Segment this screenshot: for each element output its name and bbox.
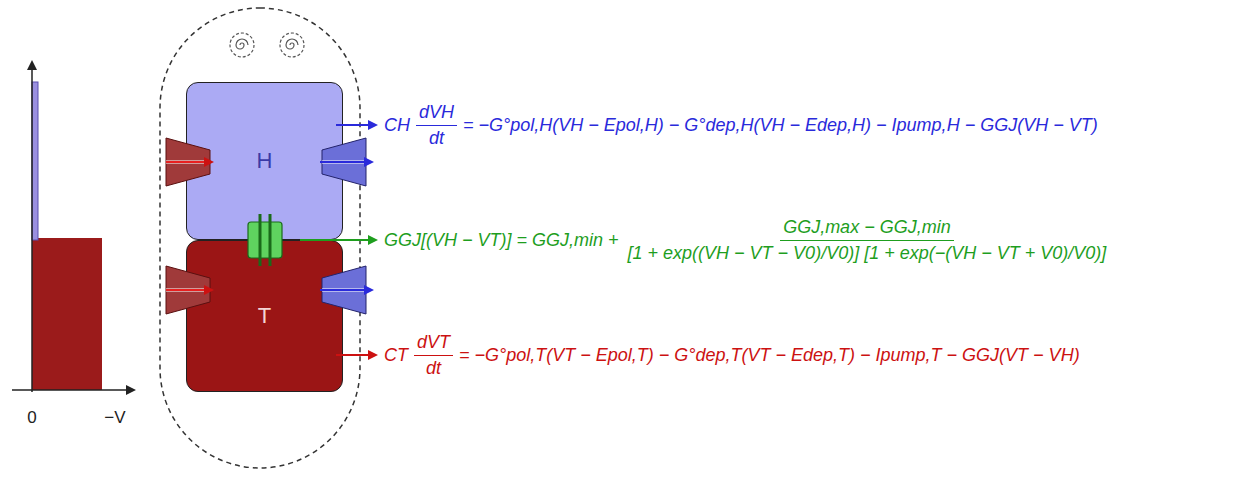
fraction-numerator: GGJ,max − GGJ,min: [780, 217, 954, 241]
equation: CT dVTdt = −G°pol,T(VT − Epol,T) − G°dep,T…: [384, 332, 1080, 379]
polarizing-channel: [320, 138, 372, 314]
fraction-numerator: dVT: [414, 332, 453, 356]
fraction: dVTdt: [414, 332, 453, 379]
equation-text: GGJ[(VH − VT)] = GGJ,min +: [384, 230, 619, 251]
leader-arrow: [336, 354, 376, 356]
equation-text: CT: [384, 345, 408, 366]
fraction-numerator: dVH: [416, 102, 457, 126]
equation: GGJ[(VH − VT)] = GGJ,min + GGJ,max − GGJ,…: [384, 217, 1109, 264]
axis-label: −V: [104, 408, 125, 428]
compartment-label: T: [258, 303, 271, 329]
fraction: GGJ,max − GGJ,min[1 + exp((VH − VT − V0)…: [625, 217, 1110, 264]
fraction-denominator: dt: [426, 126, 447, 149]
equation: CH dVHdt = −G°pol,H(VH − Epol,H) − G°dep,H…: [384, 102, 1098, 149]
equation-text: CH: [384, 115, 410, 136]
body-outline: [160, 8, 360, 468]
equation-text: = −G°pol,T(VT − Epol,T) − G°dep,T(VT − E…: [459, 345, 1080, 366]
leader-arrow: [300, 239, 376, 241]
axis-label: 0: [27, 408, 36, 428]
fraction: dVHdt: [416, 102, 457, 149]
depolarizing-channel: [166, 138, 212, 314]
fraction-denominator: dt: [423, 356, 444, 379]
eye-spots: [230, 33, 304, 57]
voltage-plot: [12, 62, 134, 392]
equation-text: = −G°pol,H(VH − Epol,H) − G°dep,H(VH − E…: [463, 115, 1098, 136]
compartment-box: T: [186, 240, 343, 392]
gap-junction: [248, 214, 282, 266]
compartment-label: H: [257, 148, 273, 174]
leader-arrow: [336, 124, 376, 126]
fraction-denominator: [1 + exp((VH − VT − V0)/V0)] [1 + exp(−(…: [625, 241, 1110, 264]
